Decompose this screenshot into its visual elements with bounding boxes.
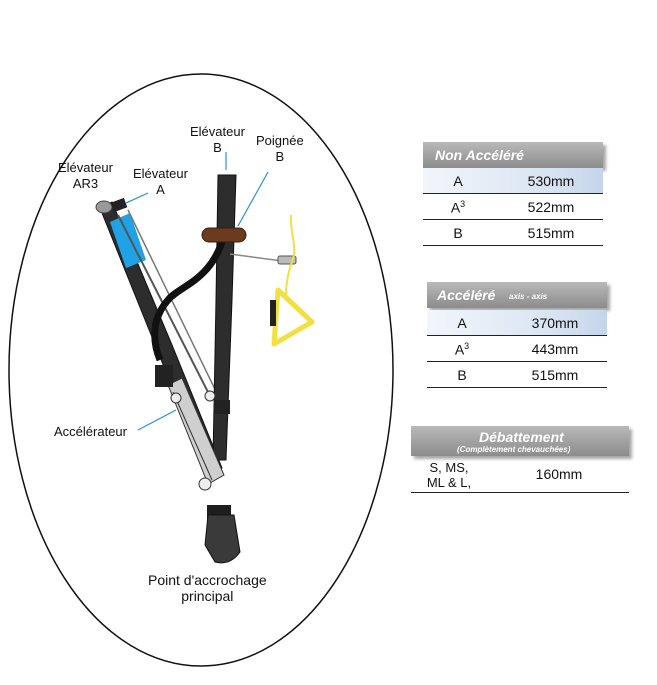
table-debattement-title: Débattement (479, 429, 564, 445)
table-accelere-title: Accéléré (437, 287, 496, 303)
table-non-accelere-title: Non Accéléré (435, 147, 524, 163)
ar3-ring (95, 200, 113, 214)
label-poignee-b: Poignée B (256, 133, 304, 165)
label-elevateur-ar3-line1: Elévateur (58, 160, 113, 175)
table-row: S, MS, ML & L, 160mm (411, 458, 629, 493)
value-cell: 515mm (531, 367, 579, 383)
riser-diagram (8, 73, 394, 667)
riser-cell: A3 (454, 341, 470, 358)
accelerator-system (155, 365, 225, 491)
label-accelerateur: Accélérateur (54, 424, 127, 439)
value-cell: 370mm (531, 315, 579, 331)
riser-cell: A (453, 173, 463, 189)
table-accelere-header: Accéléré axis - axis (427, 282, 607, 308)
label-elevateur-b-line1: Elévateur (190, 124, 245, 139)
label-poignee-b-line1: Poignée (256, 133, 304, 148)
label-elevateur-a: Elévateur A (133, 166, 188, 198)
riser-cell: A3 (450, 199, 466, 216)
accelerator-triangle (271, 287, 315, 347)
label-elevateur-a-line2: A (156, 182, 165, 197)
table-row: A3 522mm (423, 194, 603, 220)
table-debattement-header: Débattement (Complètement chevauchées) (411, 426, 629, 456)
value-cell: 530mm (527, 173, 575, 189)
table-accelere: Accéléré axis - axis A 370mm A3 443mm B … (427, 282, 609, 392)
table-non-accelere: Non Accéléré A 530mm A3 522mm B 515mm (423, 142, 605, 252)
value-cell: 515mm (527, 225, 575, 241)
table-row: A 530mm (423, 168, 603, 194)
label-point-accrochage: Point d'accrochage principal (148, 572, 267, 604)
table-row: A3 443mm (427, 336, 607, 362)
value-cell: 160mm (535, 466, 583, 482)
table-accelere-subtitle: axis - axis (509, 292, 548, 301)
table-debattement: Débattement (Complètement chevauchées) S… (411, 426, 633, 496)
table-row: B 515mm (423, 220, 603, 246)
label-point-line1: Point d'accrochage (148, 572, 267, 588)
label-elevateur-b-line2: B (213, 140, 222, 155)
table-row: A 370mm (427, 310, 607, 336)
table-row: B 515mm (427, 362, 607, 388)
label-point-line2: principal (181, 588, 234, 604)
label-elevateur-ar3: Elévateur AR3 (58, 160, 113, 192)
value-cell: 522mm (527, 199, 575, 215)
main-attachment-loop (204, 514, 241, 564)
sizes-line2: ML & L, (426, 475, 472, 490)
riser-cell: A (457, 315, 467, 331)
label-elevateur-ar3-line2: AR3 (72, 176, 99, 191)
brake-handle (201, 227, 247, 243)
sizes-line1: S, MS, (429, 460, 469, 475)
value-cell: 443mm (531, 341, 579, 357)
sizes-cell: S, MS, ML & L, (419, 460, 479, 490)
table-non-accelere-header: Non Accéléré (423, 142, 603, 168)
label-elevateur-a-line1: Elévateur (133, 166, 188, 181)
riser-cell: B (453, 225, 463, 241)
riser-cell: B (457, 367, 467, 383)
table-debattement-subtitle: (Complètement chevauchées) (457, 445, 571, 454)
label-poignee-b-line2: B (275, 149, 285, 164)
outline-ellipse (8, 73, 394, 667)
label-elevateur-b: Elévateur B (190, 124, 245, 156)
